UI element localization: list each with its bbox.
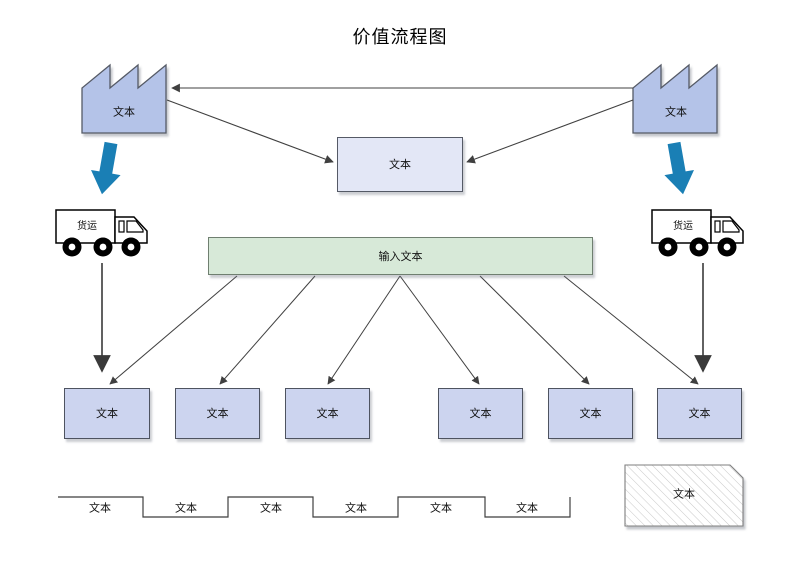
timeline-segment-2-label: 文本 bbox=[175, 501, 197, 515]
factory-left-shape[interactable] bbox=[81, 63, 167, 134]
factory-right-label: 文本 bbox=[665, 105, 687, 119]
truck-left-shape[interactable] bbox=[55, 209, 148, 257]
process-box-2-label: 文本 bbox=[206, 407, 229, 420]
transport-arrow-right[interactable] bbox=[659, 140, 698, 196]
timeline-segment-3-label: 文本 bbox=[260, 501, 282, 515]
connector-right-factory-to-center-box bbox=[466, 99, 634, 164]
truck-down-arrows[interactable] bbox=[93, 263, 712, 373]
truck-right-label: 货运 bbox=[673, 221, 693, 232]
process-box-4[interactable]: 文本 bbox=[438, 388, 523, 439]
transport-arrow-left[interactable] bbox=[87, 140, 126, 196]
truck-right-shape[interactable] bbox=[651, 209, 744, 257]
process-box-4-label: 文本 bbox=[469, 407, 492, 420]
process-box-3[interactable]: 文本 bbox=[285, 388, 370, 439]
note-box-shape[interactable] bbox=[624, 464, 744, 527]
center-info-box-label: 文本 bbox=[389, 158, 411, 171]
page-title: 价值流程图 bbox=[352, 27, 448, 48]
timeline-segment-5-label: 文本 bbox=[430, 501, 452, 515]
input-bar[interactable]: 输入文本 bbox=[208, 237, 593, 275]
process-box-1[interactable]: 文本 bbox=[64, 388, 150, 439]
process-box-5-label: 文本 bbox=[579, 407, 602, 420]
timeline-segment-4-label: 文本 bbox=[345, 501, 367, 515]
process-box-1-label: 文本 bbox=[96, 407, 118, 420]
factory-left-label: 文本 bbox=[113, 105, 135, 119]
truck-left-label: 货运 bbox=[77, 221, 97, 232]
process-box-5[interactable]: 文本 bbox=[548, 388, 633, 439]
process-box-6-label: 文本 bbox=[688, 407, 711, 420]
info-flow-connectors[interactable] bbox=[166, 83, 634, 164]
timeline-segment-6-label: 文本 bbox=[516, 501, 538, 515]
process-box-2[interactable]: 文本 bbox=[175, 388, 260, 439]
connector-left-factory-to-center-box bbox=[166, 99, 334, 164]
input-bar-label: 输入文本 bbox=[378, 249, 423, 263]
timeline-ladder-line[interactable] bbox=[58, 496, 571, 518]
process-box-3-label: 文本 bbox=[316, 407, 339, 420]
input-bar-fanout-connectors[interactable] bbox=[109, 275, 699, 385]
center-info-box[interactable]: 文本 bbox=[337, 137, 463, 192]
note-box-label: 文本 bbox=[673, 487, 695, 501]
process-box-6[interactable]: 文本 bbox=[657, 388, 742, 439]
timeline-segment-1-label: 文本 bbox=[89, 501, 111, 515]
factory-right-shape[interactable] bbox=[632, 63, 718, 134]
